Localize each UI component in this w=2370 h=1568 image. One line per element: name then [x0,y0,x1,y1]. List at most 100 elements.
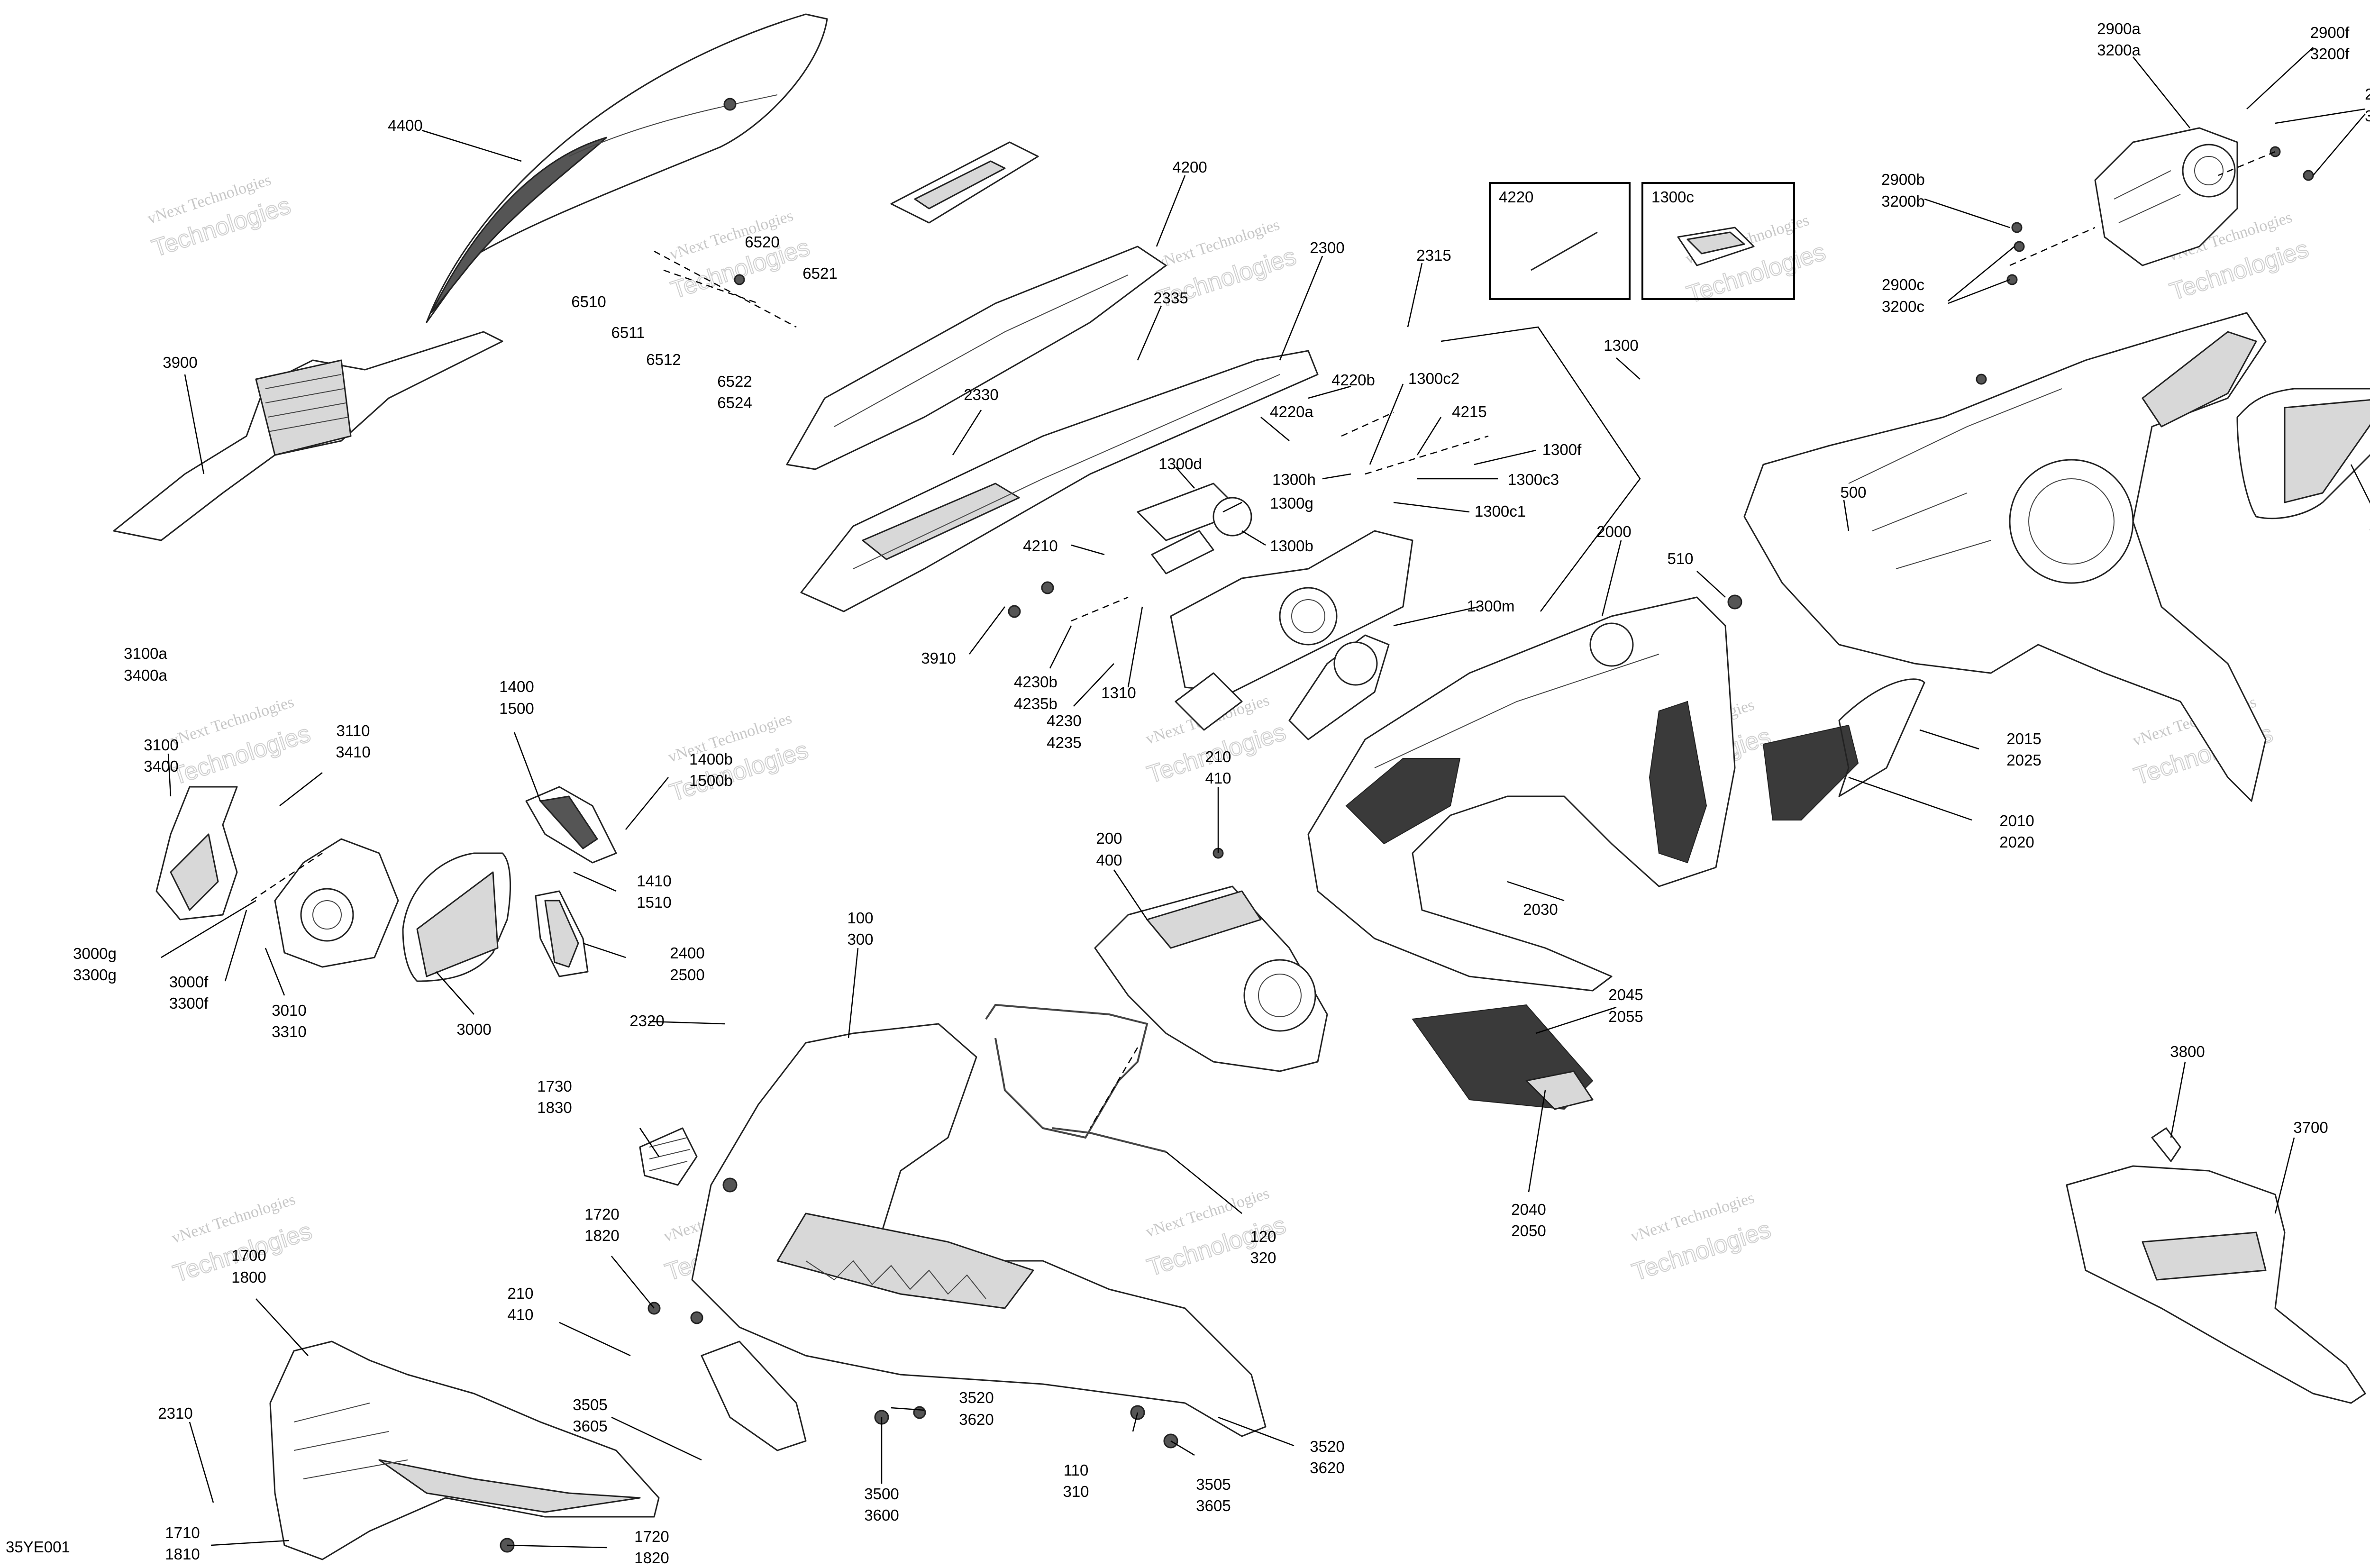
callout-3800: 3800 [2170,1043,2205,1060]
callout-1300c2: 1300c2 [1408,370,1459,387]
callout-3520-left: 3520 [959,1389,994,1406]
callout-4400: 4400 [388,117,422,134]
callout-labels: 4400 3900 6510 6511 6512 6520 6521 6522 … [73,20,2370,1567]
callout-3620-right: 3620 [1310,1459,1344,1477]
callout-2900d: 2900d [2365,85,2370,103]
callout-2050: 2050 [1511,1222,1546,1240]
callout-1820-top: 1820 [584,1227,619,1244]
callout-1400: 1400 [499,678,534,695]
callout-1820-bottom: 1820 [634,1549,669,1567]
part-center-bracket [1094,885,1328,1072]
callout-3410: 3410 [336,743,370,761]
callout-3110: 3110 [337,722,370,739]
watermarks: vNext Technologies Technologies vNext Te… [146,171,2313,1288]
callout-3400a: 3400a [124,666,167,684]
callout-3200d: 3200d [2365,107,2370,125]
callout-2000: 2000 [1596,523,1631,540]
callout-6520: 6520 [745,233,779,251]
callout-1300: 1300 [1604,337,1638,354]
part-mirror-cap-left [155,786,238,921]
callout-1720-top: 1720 [584,1205,619,1223]
callout-3200b: 3200b [1881,192,1925,210]
part-mirror-right [2236,388,2370,520]
leader-lines [161,47,2370,1549]
part-tail-piece [2066,1127,2366,1404]
callout-1500: 1500 [499,700,534,717]
callout-1300b: 1300b [1270,537,1313,555]
callout-3200f: 3200f [2310,45,2350,63]
part-mesh-insert-right [1762,678,1925,820]
callout-1800: 1800 [231,1268,266,1286]
part-lower-body [691,1023,1267,1451]
callout-6511: 6511 [611,324,645,341]
callout-6510: 6510 [571,293,606,310]
callout-3505-right: 3505 [1196,1476,1231,1493]
callout-6524: 6524 [717,394,752,411]
callout-2900a: 2900a [2097,20,2141,37]
callout-1510: 1510 [637,893,671,911]
part-wire-harness [985,1003,1167,1153]
callout-3400: 3400 [144,757,178,775]
callout-3000f: 3000f [169,973,209,991]
callout-1810: 1810 [165,1545,200,1563]
callout-3605-right: 3605 [1196,1497,1231,1514]
part-vent-duct [113,331,503,541]
callout-320: 320 [1250,1249,1276,1267]
inset-box-4220: 4220 [1489,182,1631,300]
callout-1730: 1730 [537,1077,572,1095]
part-mirror-left [402,852,511,982]
part-small-grille [639,1127,698,1186]
callout-4215: 4215 [1452,403,1486,420]
callout-2310: 2310 [158,1404,192,1422]
part-reflector-2400 [535,890,589,977]
callout-4235: 4235 [1047,734,1081,751]
callout-1710: 1710 [165,1524,200,1541]
callout-1300c3: 1300c3 [1508,471,1559,488]
part-side-body-right [1743,312,2267,802]
callout-3300g: 3300g [73,966,117,984]
callout-4230: 4230 [1047,712,1081,729]
callout-6521: 6521 [802,264,837,282]
part-actuator-mechanism [1137,483,1413,740]
part-upper-trim [786,246,1319,612]
callout-3520-right: 3520 [1310,1438,1344,1455]
callout-1830: 1830 [537,1099,572,1116]
callout-2045: 2045 [1608,986,1643,1003]
inset-part-drawings [1531,227,1755,271]
inset-label: 1300c [1651,188,1694,206]
callout-2300: 2300 [1310,239,1344,256]
callout-100: 100 [847,909,873,927]
callout-3000: 3000 [456,1021,491,1038]
callout-4235b: 4235b [1014,695,1057,712]
callout-110: 110 [1064,1461,1089,1479]
callout-410-bottom: 410 [507,1306,533,1323]
callout-300: 300 [847,930,873,948]
callout-3200a: 3200a [2097,41,2141,59]
callout-1720-bottom: 1720 [634,1528,669,1545]
callout-3100: 3100 [144,736,178,754]
part-light-1400 [525,786,617,864]
callout-2320: 2320 [629,1012,664,1030]
callout-2335: 2335 [1153,289,1188,307]
callout-1500b: 1500b [689,772,733,789]
callout-3500: 3500 [864,1485,899,1503]
callout-3000g: 3000g [73,945,117,962]
callout-3900: 3900 [163,354,197,371]
callout-1300g: 1300g [1270,494,1313,512]
part-mirror-base-left [274,838,399,968]
inset-box-1300c: 1300c [1641,182,1795,300]
callout-3605-left: 3605 [573,1417,607,1435]
callout-2020: 2020 [1999,833,2034,851]
callout-1300c1: 1300c1 [1475,502,1526,520]
part-front-cover-left [269,1340,660,1560]
inset-label: 4220 [1499,188,1533,206]
callout-3910: 3910 [921,649,956,667]
callout-2900f: 2900f [2310,24,2350,41]
part-mirror-mount-right [2094,127,2238,266]
callout-3010: 3010 [272,1002,306,1019]
callout-1700: 1700 [231,1247,266,1264]
callout-120: 120 [1250,1228,1276,1245]
callout-2055: 2055 [1608,1008,1643,1025]
callout-2900c: 2900c [1882,276,1924,293]
callout-2010: 2010 [1999,812,2034,830]
